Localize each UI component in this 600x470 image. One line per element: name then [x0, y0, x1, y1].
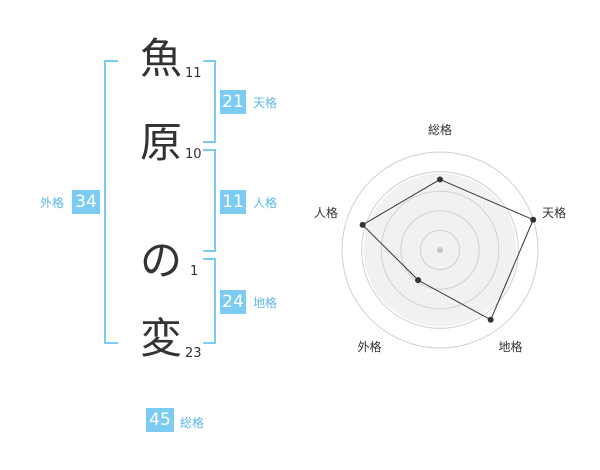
jinkaku-label: 人格: [253, 196, 278, 210]
radar-axis-label: 外格: [357, 339, 381, 354]
radar-ring: [361, 171, 519, 329]
gaikaku-score: 34: [72, 190, 100, 214]
name-char-1: 魚: [139, 34, 182, 83]
jinkaku-bracket: [203, 149, 216, 252]
radar-point-3: [487, 316, 494, 323]
radar-axis-label: 天格: [542, 205, 566, 220]
soukaku-score: 45: [146, 408, 174, 432]
name-char-3: の: [139, 236, 182, 285]
radar-center-dot: [437, 247, 443, 253]
radar-ring: [400, 210, 480, 290]
gaikaku-label: 外格: [40, 196, 65, 210]
radar-ring: [341, 151, 539, 349]
tenkaku-score: 21: [220, 90, 246, 114]
radar-axis-label: 人格: [314, 205, 338, 220]
radar-axis-label: 地格: [499, 339, 523, 354]
radar-ring: [380, 190, 500, 310]
name-char-2: 原: [139, 118, 182, 167]
stroke-count-2: 10: [185, 147, 202, 162]
chikaku-label: 地格: [253, 296, 278, 310]
radar-point-5: [359, 221, 366, 228]
gaikaku-bracket: [104, 60, 118, 344]
radar-point-4: [415, 277, 422, 284]
radar-axis-label: 総格: [428, 122, 452, 137]
jinkaku-score: 11: [220, 190, 246, 214]
tenkaku-bracket: [203, 60, 216, 143]
soukaku-label: 総格: [180, 416, 205, 430]
radar-ring: [419, 229, 461, 271]
chikaku-bracket: [203, 258, 216, 344]
chikaku-score: 24: [220, 290, 246, 314]
radar-point-2: [530, 216, 537, 223]
stroke-count-4: 23: [185, 346, 202, 361]
stroke-count-3: 1: [190, 264, 199, 279]
radar-polygon: [361, 178, 534, 321]
stroke-count-1: 11: [185, 66, 202, 81]
tenkaku-label: 天格: [253, 96, 278, 110]
radar-point-1: [437, 176, 443, 183]
name-char-4: 変: [139, 314, 182, 363]
